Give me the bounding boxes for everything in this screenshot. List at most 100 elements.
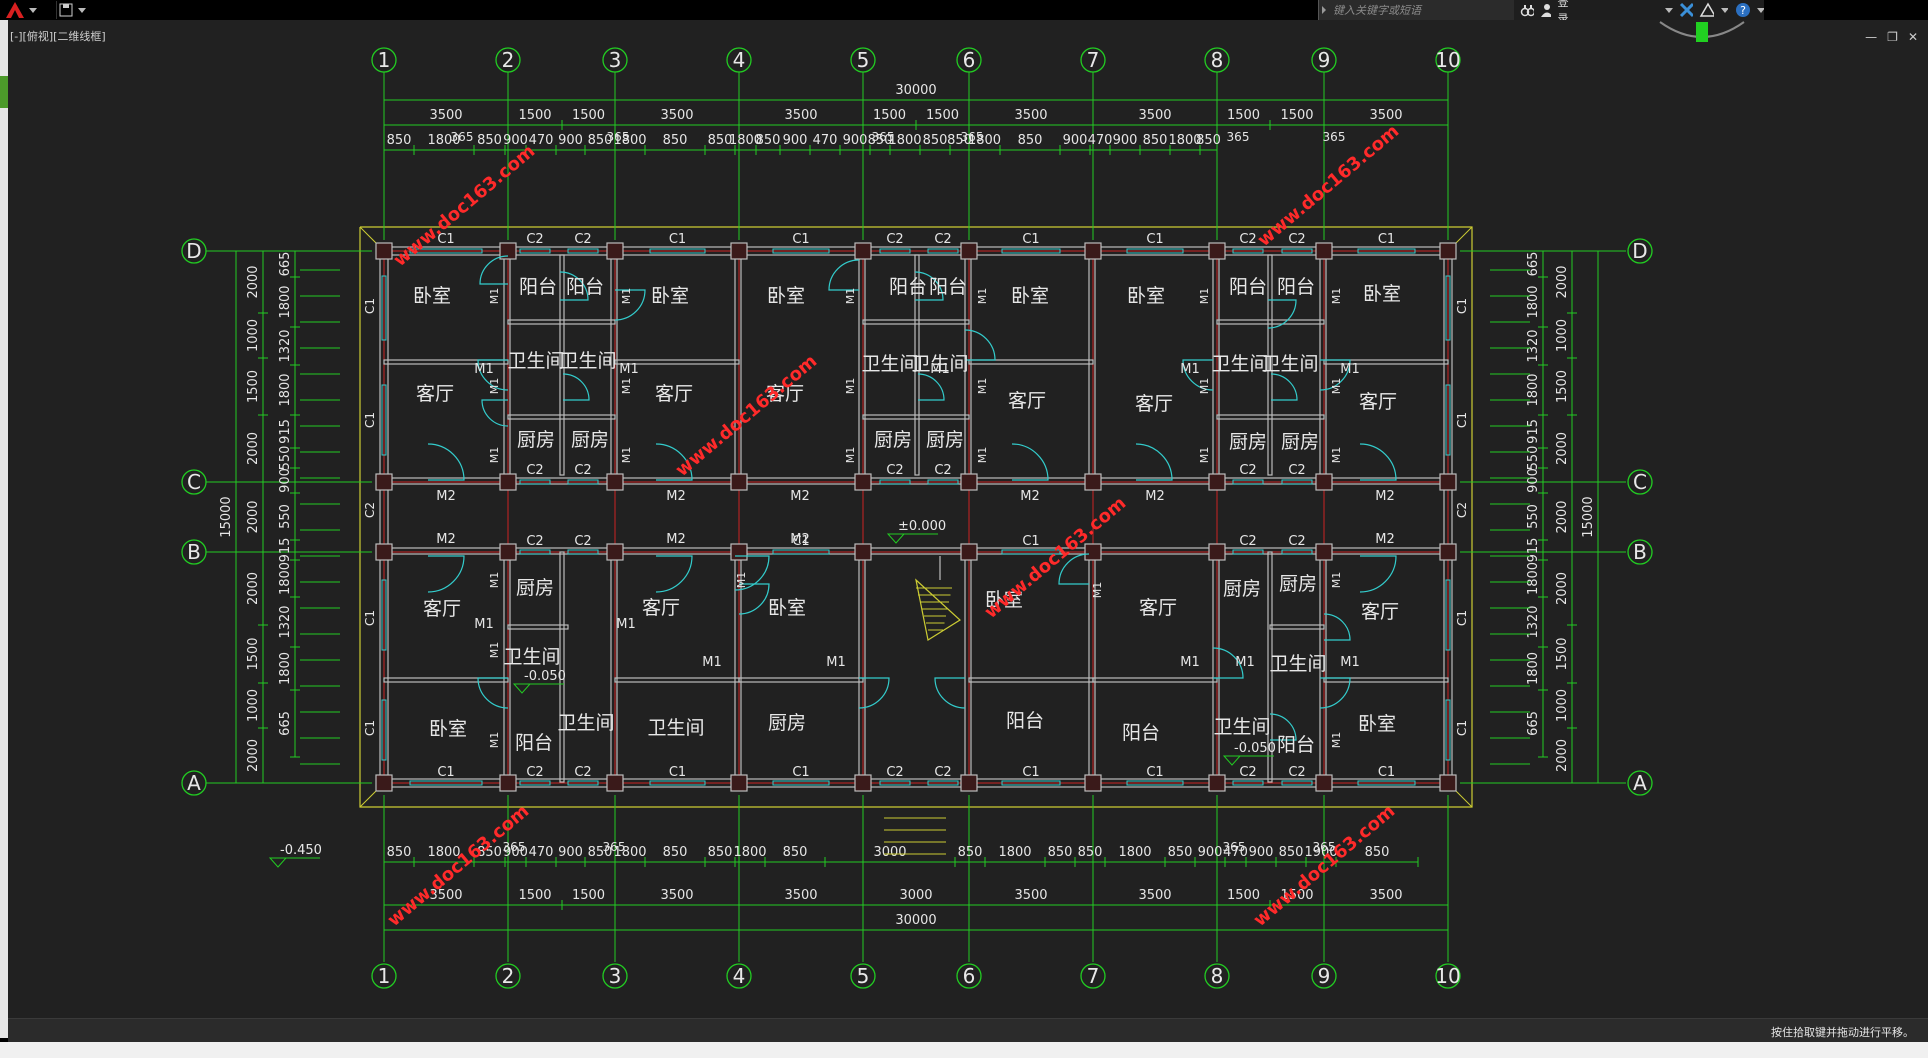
room-label: 厨房 <box>517 429 555 451</box>
room-label: 客厅 <box>1361 601 1399 623</box>
window-label: C1 <box>1455 720 1469 736</box>
grid-bubble <box>956 963 982 989</box>
close-icon[interactable]: ✕ <box>1907 30 1918 44</box>
door-label-m1: M1 <box>1330 572 1343 589</box>
window-label: C2 <box>1288 765 1305 780</box>
door-label-m1: M1 <box>1198 447 1211 464</box>
structural-column <box>1315 242 1333 260</box>
window <box>519 780 551 786</box>
structural-column <box>960 774 978 792</box>
room-label: 厨房 <box>1229 431 1267 453</box>
structural-column <box>730 473 748 491</box>
dim-bottom-row1-text: 3500 <box>784 888 817 903</box>
dim-right-b-text: 1800 <box>1526 373 1541 406</box>
grid-bubble <box>602 963 628 989</box>
application-menu-button[interactable] <box>4 1 48 19</box>
dim-right-b-text: 915 <box>1526 419 1541 444</box>
dim-right-a-text: 2000 <box>1555 265 1570 298</box>
grid-bubble <box>181 469 207 495</box>
grid-bubble <box>1435 963 1461 989</box>
save-icon[interactable] <box>57 1 75 19</box>
grid-bubble <box>726 963 752 989</box>
door-m1 <box>917 373 945 401</box>
quick-access-toolbar[interactable] <box>56 1 95 19</box>
dim-top-row2-text: 1800 <box>613 133 646 148</box>
chevron-down-icon[interactable] <box>1720 2 1729 18</box>
wall <box>968 677 1094 683</box>
door-m2 <box>1359 443 1397 481</box>
dim-top-row1-text: 1500 <box>1227 108 1260 123</box>
chevron-down-icon[interactable] <box>77 1 87 19</box>
exchange-x-icon[interactable] <box>1679 2 1693 18</box>
minimize-icon[interactable]: — <box>1865 30 1878 44</box>
drawing-viewport[interactable] <box>8 20 1928 1018</box>
search-box[interactable] <box>1318 0 1515 20</box>
search-input[interactable] <box>1329 3 1507 17</box>
door-label-m1: M1 <box>1198 288 1211 305</box>
dim-left-a-text: 1000 <box>246 319 261 352</box>
dim-left-a-text: 1000 <box>246 689 261 722</box>
login-label[interactable]: 登录 <box>1557 0 1569 25</box>
user-icon[interactable] <box>1540 2 1552 18</box>
door-label-m1: M1 <box>620 447 633 464</box>
viewcube-compass[interactable] <box>1659 21 1745 42</box>
room-label: 卫生间 <box>1211 353 1268 375</box>
grid-label-4: 4 <box>733 48 746 72</box>
dim-right-b-text: 1320 <box>1526 329 1541 362</box>
dim-right-a-text: 1500 <box>1555 370 1570 403</box>
door-label-m1: M1 <box>1340 655 1360 670</box>
wall <box>1267 551 1273 783</box>
window <box>1281 248 1313 254</box>
door-label-m1: M1 <box>616 617 636 632</box>
structural-column <box>1208 473 1226 491</box>
dim-top-row2-text: 1800 <box>968 133 1001 148</box>
dim-top-total-text: 30000 <box>895 83 936 98</box>
dim-bottom-row2-text: 850 <box>783 845 808 860</box>
window <box>1232 479 1264 485</box>
dim-top-row2-text: 850 <box>756 133 781 148</box>
grid-label-9: 9 <box>1318 48 1331 72</box>
chevron-down-icon[interactable] <box>1664 2 1673 18</box>
room-label: 卧室 <box>985 589 1023 611</box>
wall <box>559 254 565 476</box>
dim-left-b-text: 1320 <box>278 605 293 638</box>
help-icon[interactable]: ? <box>1734 1 1750 19</box>
dim-right-b-text: 550 <box>1526 446 1541 471</box>
dim-top-row2-text: 850 <box>868 133 893 148</box>
dim-top-row1-text: 1500 <box>926 108 959 123</box>
dim-right-a-text: 2000 <box>1555 432 1570 465</box>
dim-top-row1-text: 1500 <box>873 108 906 123</box>
dim-bottom-row2-text: 850 <box>958 845 983 860</box>
chevron-down-icon[interactable] <box>1756 2 1765 18</box>
window <box>1445 579 1451 651</box>
door-label-m2: M2 <box>1375 489 1395 504</box>
autodesk-a360-icon[interactable] <box>1699 2 1714 18</box>
dim-bottom-row2-text: 1900 <box>1304 845 1337 860</box>
window <box>1126 248 1184 254</box>
wall <box>503 551 511 785</box>
viewport-controls-label[interactable]: [-][俯视][二维线框] <box>10 30 106 43</box>
dim-top-row2-text: 1800 <box>1168 133 1201 148</box>
dim-365: 365 <box>603 840 626 854</box>
window <box>772 780 830 786</box>
dim-top-row2-text: 470 <box>1088 133 1113 148</box>
window-label: C2 <box>1288 534 1305 549</box>
restore-icon[interactable]: ❐ <box>1887 30 1898 44</box>
dim-bottom-row2-text: 3000 <box>873 845 906 860</box>
door-label-m1: M1 <box>826 655 846 670</box>
door-label-m1: M1 <box>1330 288 1343 305</box>
grid-bubble <box>495 963 521 989</box>
binoculars-icon[interactable] <box>1520 2 1534 18</box>
window-label: C2 <box>526 232 543 247</box>
wall <box>383 677 509 683</box>
grid-bubble <box>371 47 397 73</box>
grid-bubble <box>1080 47 1106 73</box>
grid-bubble <box>181 770 207 796</box>
dim-top-row1-text: 3500 <box>660 108 693 123</box>
dim-right-b-text: 900 <box>1526 468 1541 493</box>
structural-column <box>499 543 517 561</box>
window <box>1281 479 1313 485</box>
window <box>649 248 706 254</box>
door-label-m2: M2 <box>1375 532 1395 547</box>
